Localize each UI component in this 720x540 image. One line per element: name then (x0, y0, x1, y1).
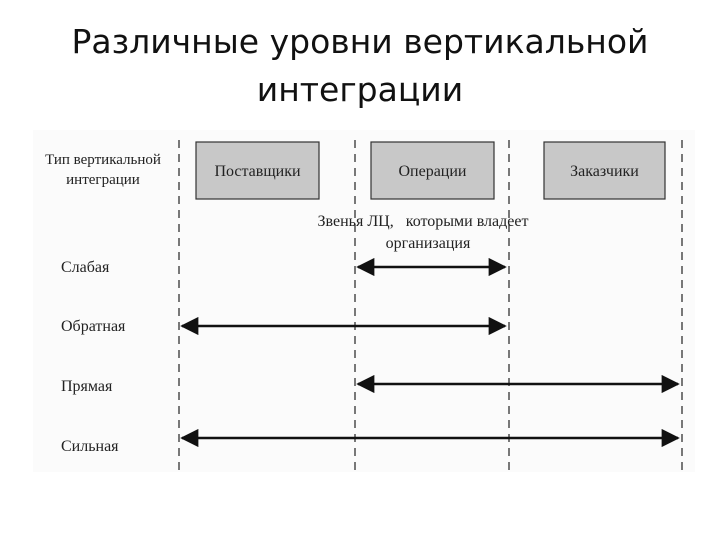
stage-label-operations: Операции (398, 163, 466, 180)
stage-box-operations (370, 141, 495, 200)
stage-label-customers: Заказчики (570, 163, 639, 180)
title-line-2: интеграции (256, 70, 464, 109)
row-label-backward: Обратная (61, 318, 126, 335)
annotation-line-1: Звенья ЛЦ, которыми владеет (318, 213, 529, 230)
row-header-label-line-1: Тип вертикальной (45, 152, 161, 168)
diagram-canvas: Тип вертикальной интеграции Поставщики О… (45, 140, 683, 470)
row-label-weak: Слабая (61, 259, 110, 276)
title-line-1: Различные уровни вертикальной (71, 22, 649, 61)
stage-box-suppliers (195, 141, 320, 200)
row-header-label-line-2: интеграции (66, 172, 140, 188)
annotation-line-2: организация (386, 235, 471, 252)
stage-label-suppliers: Поставщики (214, 163, 301, 180)
slide-title: Различные уровни вертикальной интеграции (40, 18, 680, 114)
vertical-integration-diagram: Тип вертикальной интеграции Поставщики О… (33, 130, 695, 472)
row-label-forward: Прямая (61, 378, 113, 395)
row-label-strong: Сильная (61, 438, 119, 455)
stage-box-customers (543, 141, 666, 200)
